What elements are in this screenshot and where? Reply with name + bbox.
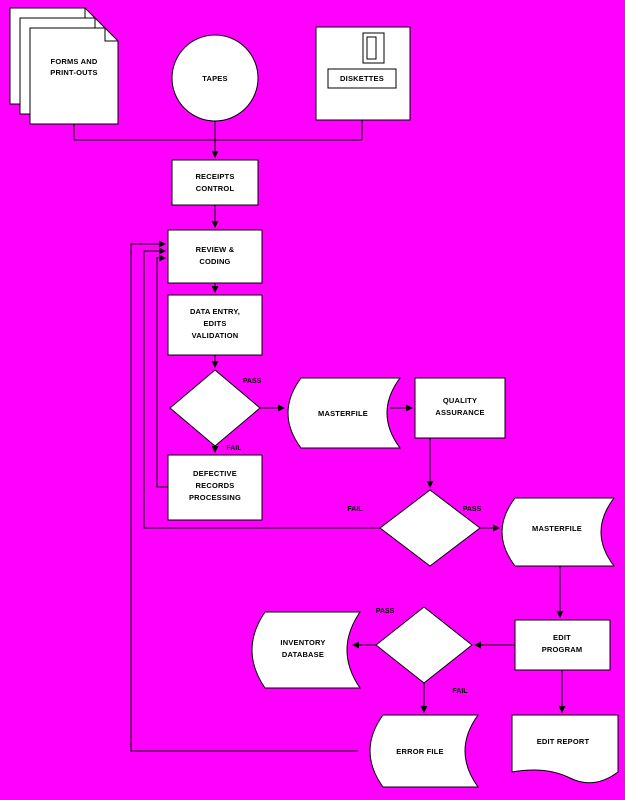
editprogram-label-line1: EDIT <box>553 633 571 642</box>
decision1-diamond <box>169 369 261 447</box>
shapes <box>9 7 619 788</box>
error-file-node <box>369 714 479 788</box>
decision1-pass-label: PASS <box>243 378 262 385</box>
review-coding-node <box>167 229 263 284</box>
diskette-label-band <box>327 68 397 89</box>
masterfile2-label: MASTERFILE <box>532 524 582 533</box>
edit-program-node <box>514 619 611 671</box>
diskettes-node <box>315 26 411 121</box>
tapes-label: TAPES <box>202 74 227 83</box>
editprogram-label-line2: PROGRAM <box>542 645 583 654</box>
decision3-diamond <box>375 606 473 684</box>
decision1-fail-label: FAIL <box>226 445 242 452</box>
defective-label-line3: PROCESSING <box>189 493 241 502</box>
editreport-label: EDIT REPORT <box>537 737 590 746</box>
defective-label-line2: RECORDS <box>196 481 235 490</box>
diskette-shutter-slot <box>366 36 377 60</box>
document-stack-page-front <box>29 27 119 125</box>
diskettes-label: DISKETTES <box>340 74 384 83</box>
errorfile-label: ERROR FILE <box>396 747 443 756</box>
defective-label-line1: DEFECTIVE <box>193 469 237 478</box>
qa-label-line2: ASSURANCE <box>435 408 484 417</box>
data-entry-node <box>167 294 263 356</box>
edit-report-node <box>511 714 619 784</box>
feedback-decision2-fail-to-review <box>143 247 380 529</box>
decision2-diamond <box>379 489 481 567</box>
forms-label-line2: PRINT-OUTS <box>50 68 97 77</box>
forms-printouts-node <box>9 7 119 125</box>
defective-records-node <box>167 454 263 521</box>
receipts-control-node <box>171 159 259 206</box>
quality-assurance-node <box>414 377 506 439</box>
inventory-label-line2: DATABASE <box>282 650 324 659</box>
masterfile1-label: MASTERFILE <box>318 409 368 418</box>
masterfile2-node <box>501 497 616 567</box>
feedback-defective-to-review <box>156 254 168 488</box>
decision3-fail-label: FAIL <box>452 688 468 695</box>
inventory-database-node <box>251 611 361 689</box>
decision3-pass-label: PASS <box>376 608 395 615</box>
review-label-line1: REVIEW & <box>196 245 235 254</box>
dataentry-label-line3: VALIDATION <box>192 331 239 340</box>
inventory-label-line1: INVENTORY <box>280 638 325 647</box>
qa-label-line1: QUALITY <box>443 396 477 405</box>
connectors <box>73 120 566 752</box>
tapes-node <box>171 34 259 122</box>
labels: FORMS AND PRINT-OUTS TAPES DISKETTES REC… <box>50 57 589 756</box>
review-label-line2: CODING <box>199 257 230 266</box>
dataentry-label-line1: DATA ENTRY, <box>190 307 240 316</box>
forms-label-line1: FORMS AND <box>51 57 98 66</box>
receipts-label-line1: RECEIPTS <box>195 172 234 181</box>
feedback-errorfile-to-review <box>130 240 358 752</box>
masterfile1-node <box>287 377 401 449</box>
receipts-label-line2: CONTROL <box>196 184 235 193</box>
decision2-pass-label: PASS <box>463 506 482 513</box>
dataentry-label-line2: EDITS <box>203 319 226 328</box>
document-fold-front <box>104 28 118 42</box>
decision2-fail-label: FAIL <box>347 506 363 513</box>
